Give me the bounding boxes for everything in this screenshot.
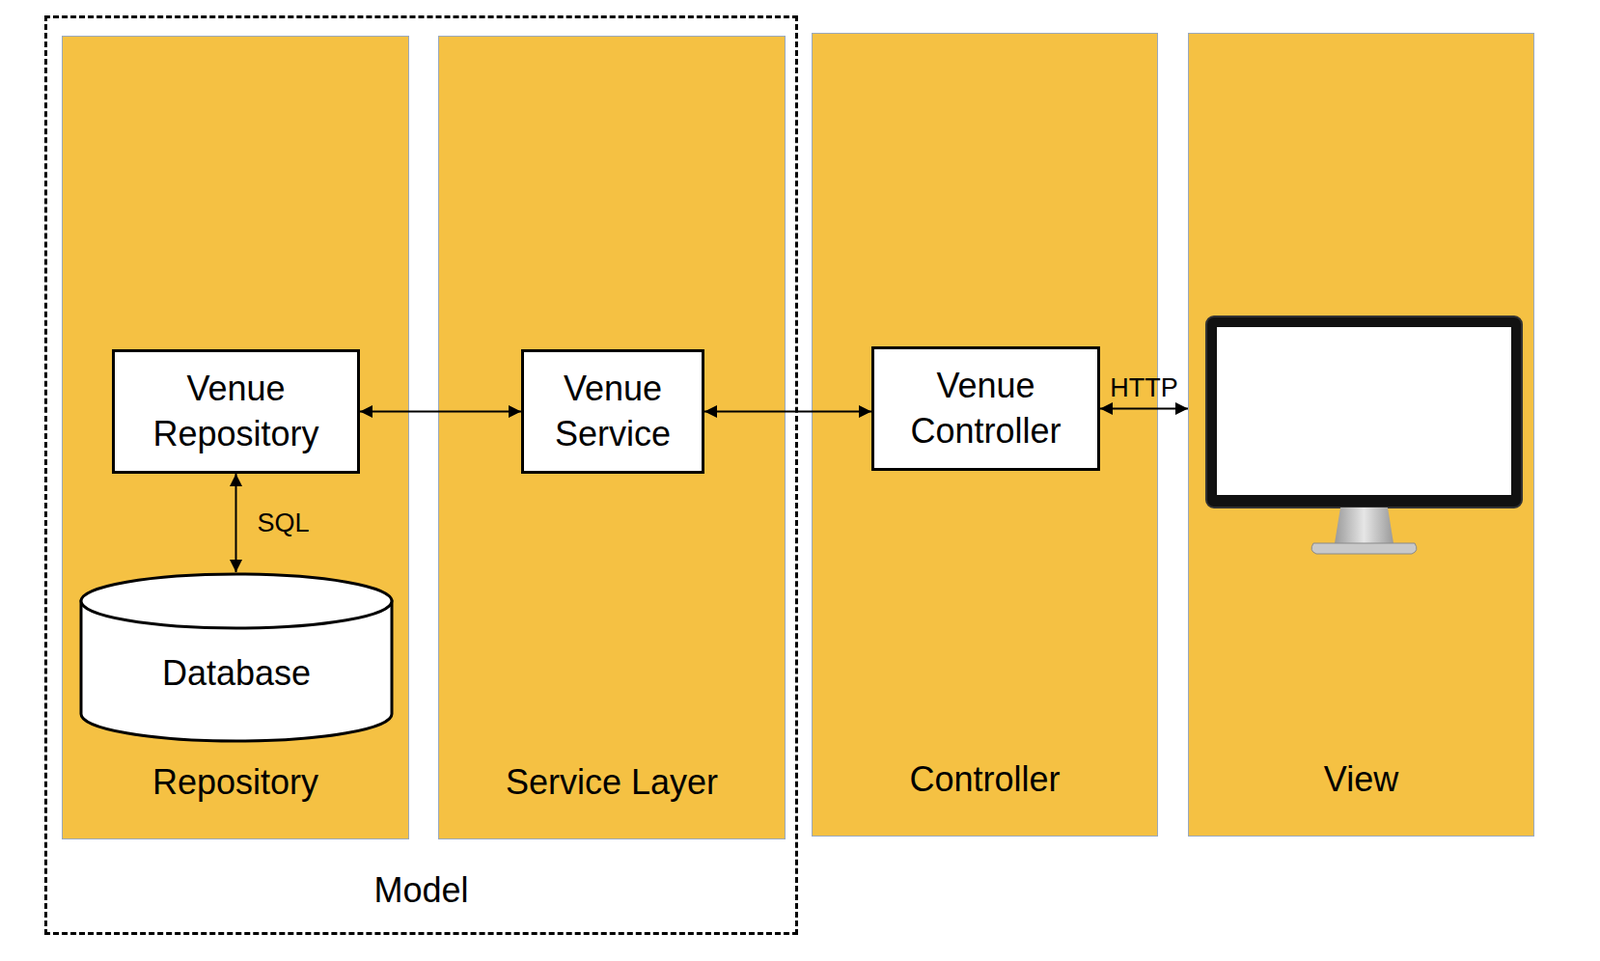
monitor-part xyxy=(1206,316,1522,508)
monitor-part xyxy=(1216,327,1512,496)
connector-arrow xyxy=(359,411,522,414)
node-label: Venue Repository xyxy=(152,366,319,458)
connector-label: HTTP xyxy=(1109,372,1179,404)
layer-label: Service Layer xyxy=(439,762,785,803)
connector-arrow xyxy=(235,473,238,573)
connector-arrow xyxy=(1100,408,1188,411)
monitor-part xyxy=(1334,507,1394,544)
cylinder-top xyxy=(81,574,392,629)
monitor-part xyxy=(1311,543,1417,554)
component-box: Venue Controller xyxy=(871,346,1101,471)
layer-band: Repository Venue RepositoryDatabase xyxy=(61,35,410,840)
database-cylinder: Database xyxy=(79,572,394,744)
node-label: Database xyxy=(162,651,311,697)
component-box: Venue Service xyxy=(521,349,705,474)
monitor-illustration xyxy=(1205,315,1523,559)
layer-label: Repository xyxy=(62,762,409,803)
component-box: Venue Repository xyxy=(111,349,360,474)
node-label: Venue Controller xyxy=(910,363,1061,455)
layer-label: Controller xyxy=(812,759,1158,800)
group-label: Model xyxy=(47,870,796,911)
model-group: ModelRepositoryVenue RepositoryDatabaseS… xyxy=(44,15,799,936)
layer-band: View xyxy=(1187,32,1535,837)
node-label: Venue Service xyxy=(554,366,671,458)
connector-arrow xyxy=(704,411,872,414)
layer-band: Controller Venue Controller xyxy=(811,32,1159,837)
layer-label: View xyxy=(1188,759,1534,800)
layer-band: Service Layer Venue Service xyxy=(438,35,786,840)
connector-label: SQL xyxy=(257,507,310,539)
